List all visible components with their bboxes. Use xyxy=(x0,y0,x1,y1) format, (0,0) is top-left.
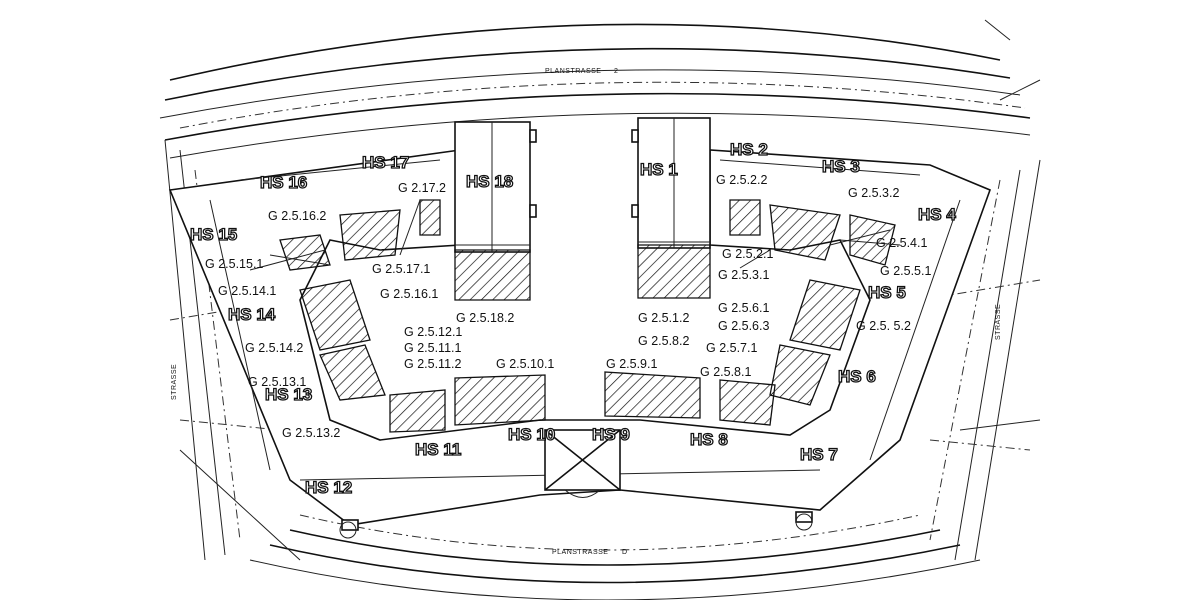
garden-label: G 2.5.10.1 xyxy=(496,357,554,371)
house-label-hs10: HS 10 xyxy=(508,425,555,444)
north-street-number: 2 xyxy=(614,68,618,75)
east-street-label: STRASSE xyxy=(995,304,1002,340)
garden-label: G 2.5.11.2 xyxy=(404,357,461,371)
garden-label: G 2.5.3.2 xyxy=(848,186,899,200)
garden-label: G 2.5.1.2 xyxy=(638,311,689,325)
west-street-label: STRASSE xyxy=(171,364,178,400)
garden-label: G 2.5.14.1 xyxy=(218,284,276,298)
hatched-gardens xyxy=(279,199,896,433)
garden-label: G 2.5.8.1 xyxy=(700,365,751,379)
garden-label: G 2.5.14.2 xyxy=(245,341,303,355)
house-label-hs16: HS 16 xyxy=(260,173,307,192)
garden-label: G 2.5.13.1 xyxy=(248,375,306,389)
garden-label: G 2.5.5.1 xyxy=(880,264,931,278)
house-label-hs11: HS 11 xyxy=(415,440,461,459)
leader-lines xyxy=(249,199,901,271)
house-label-hs1: HS 1 xyxy=(640,160,678,179)
south-street-label: PLANSTRASSE xyxy=(552,549,608,556)
garden-label: G 2.5.9.1 xyxy=(606,357,657,371)
north-street-label: PLANSTRASSE xyxy=(545,68,601,75)
house-label-hs3: HS 3 xyxy=(822,157,860,176)
house-label-hs5: HS 5 xyxy=(868,283,906,302)
entry-markers xyxy=(339,511,813,539)
garden-label: G 2.5.3.1 xyxy=(718,268,769,282)
house-label-hs7: HS 7 xyxy=(800,445,838,464)
garden-label: G 2.5. 5.2 xyxy=(856,319,911,333)
garden-label: G 2.5.2.1 xyxy=(722,247,773,261)
garden-label: G 2.5.13.2 xyxy=(282,426,340,440)
garden-label: G 2.5.16.2 xyxy=(268,209,326,223)
central-entry xyxy=(544,429,621,498)
house-label-hs6: HS 6 xyxy=(838,367,876,386)
garden-label: G 2.5.6.1 xyxy=(718,301,769,315)
garden-label: G 2.5.4.1 xyxy=(876,236,927,250)
garden-label: G 2.5.2.2 xyxy=(716,173,767,187)
house-label-hs13: HS 13 xyxy=(265,385,312,404)
house-label-hs9: HS 9 xyxy=(592,425,630,444)
garden-label: G 2.17.2 xyxy=(398,181,446,195)
house-label-hs12: HS 12 xyxy=(305,478,352,497)
south-street xyxy=(249,514,981,600)
garden-label: G 2.5.7.1 xyxy=(706,341,757,355)
south-street-number: D xyxy=(622,549,628,556)
garden-label: G 2.5.8.2 xyxy=(638,334,689,348)
north-street xyxy=(159,23,1031,159)
garden-label: G 2.5.18.2 xyxy=(456,311,514,325)
house-label-hs17: HS 17 xyxy=(362,153,409,172)
garden-label: G 2.5.15.1 xyxy=(205,257,263,271)
house-label-hs14: HS 14 xyxy=(228,305,276,324)
garden-label: G 2.5.12.1 xyxy=(404,325,462,339)
house-label-hs8: HS 8 xyxy=(690,430,728,449)
house-label-hs15: HS 15 xyxy=(190,225,237,244)
garden-label: G 2.5.6.3 xyxy=(718,319,769,333)
tower-hs1 xyxy=(631,117,711,249)
garden-label: G 2.5.16.1 xyxy=(380,287,438,301)
house-label-hs18: HS 18 xyxy=(466,172,513,191)
garden-label: G 2.5.17.1 xyxy=(372,262,430,276)
house-label-hs2: HS 2 xyxy=(730,140,768,159)
garden-label: G 2.5.11.1 xyxy=(404,341,461,355)
house-label-hs4: HS 4 xyxy=(918,205,956,224)
